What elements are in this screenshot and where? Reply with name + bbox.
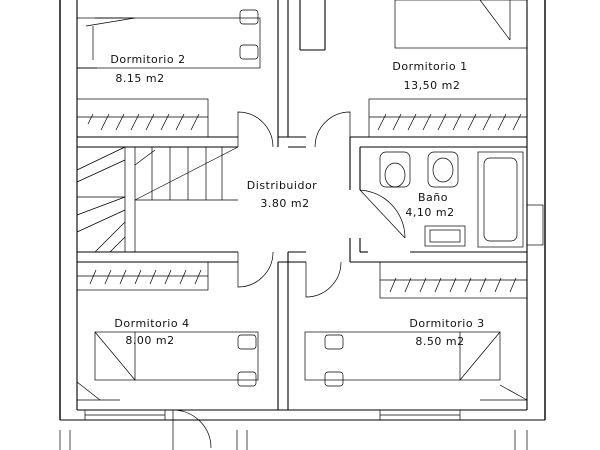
room-area-dormitorio-2: 8.15 m2 bbox=[115, 72, 164, 85]
room-name-distribuidor: Distribuidor bbox=[247, 179, 317, 192]
windows bbox=[84, 409, 461, 421]
room-area-dormitorio-3: 8.50 m2 bbox=[415, 335, 464, 348]
doors bbox=[172, 111, 406, 450]
staircase bbox=[76, 146, 239, 253]
room-name-dormitorio-4: Dormitorio 4 bbox=[114, 317, 189, 330]
exterior-walls bbox=[59, 0, 546, 450]
room-name-bano: Baño bbox=[418, 191, 448, 204]
room-name-dormitorio-3: Dormitorio 3 bbox=[409, 317, 484, 330]
beds bbox=[76, 0, 528, 401]
wardrobes bbox=[76, 98, 528, 299]
room-labels: Dormitorio 2 8.15 m2 Dormitorio 1 13,50 … bbox=[110, 53, 484, 348]
bathroom-fixtures bbox=[379, 151, 524, 248]
furniture-chairs bbox=[237, 9, 344, 387]
room-name-dormitorio-2: Dormitorio 2 bbox=[110, 53, 185, 66]
room-name-dormitorio-1: Dormitorio 1 bbox=[392, 60, 467, 73]
room-area-dormitorio-1: 13,50 m2 bbox=[404, 79, 461, 92]
room-area-distribuidor: 3.80 m2 bbox=[260, 197, 309, 210]
room-area-dormitorio-4: 8.00 m2 bbox=[125, 334, 174, 347]
room-area-bano: 4,10 m2 bbox=[405, 206, 454, 219]
